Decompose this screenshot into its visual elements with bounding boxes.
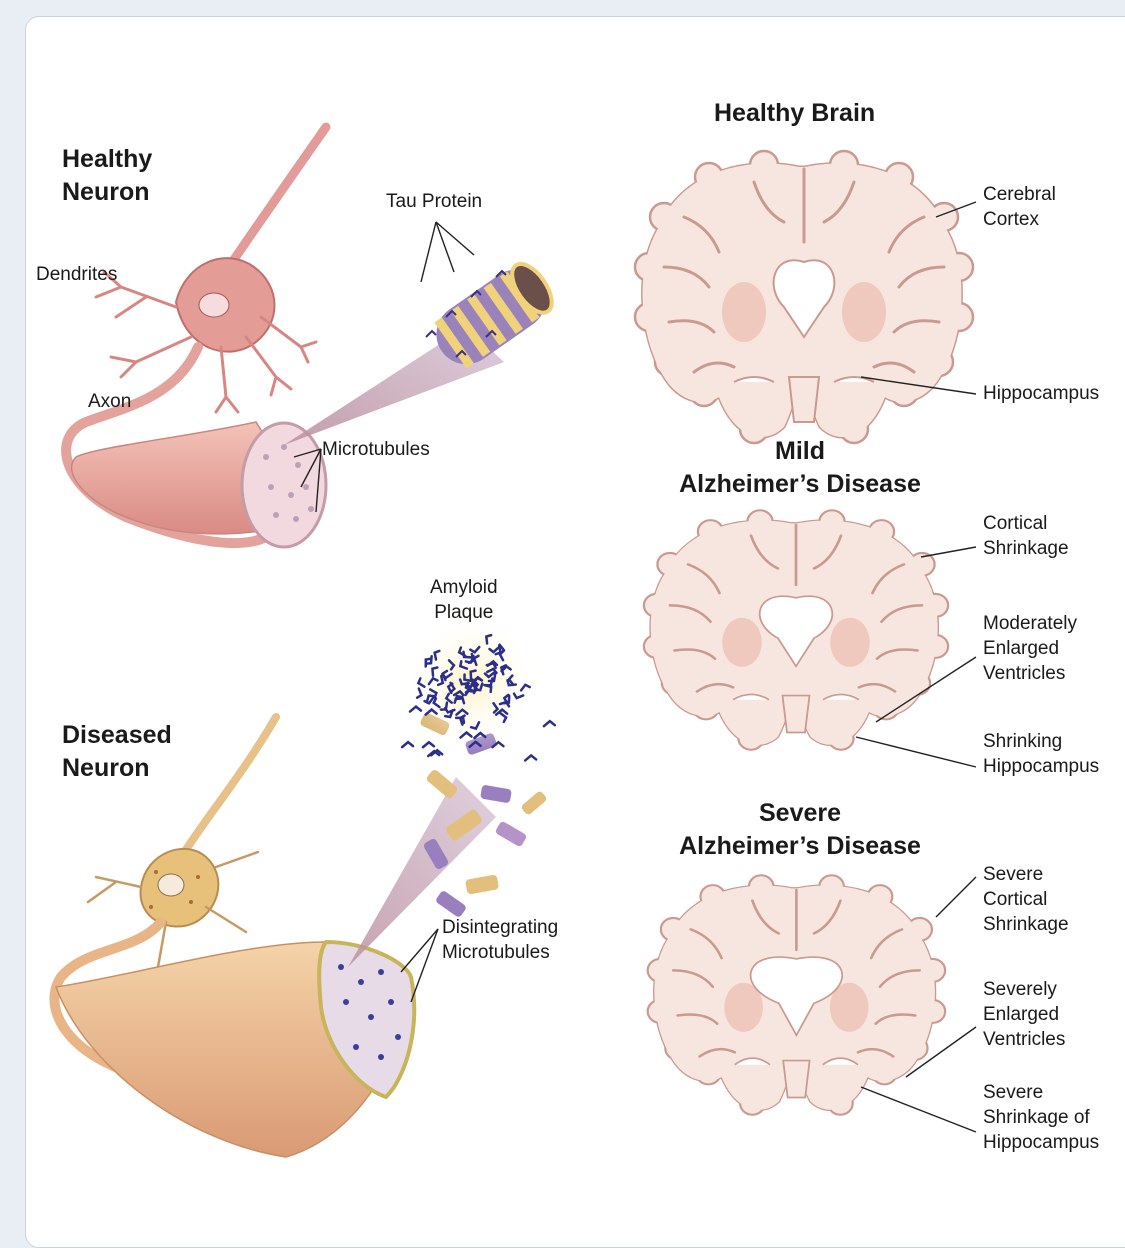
tau-protein-label: Tau Protein: [386, 189, 482, 214]
cortical-shrinkage-label: Cortical Shrinkage: [983, 511, 1069, 561]
illustration: [26, 17, 1125, 1247]
diseased-neuron-title: Diseased Neuron: [62, 719, 172, 785]
amyloid-plaque-label: Amyloid Plaque: [430, 575, 498, 625]
diagram-card: Healthy Neuron Dendrites Axon Tau Protei…: [25, 16, 1125, 1248]
cerebral-cortex-label: Cerebral Cortex: [983, 182, 1056, 232]
dendrites-label: Dendrites: [36, 262, 117, 287]
healthy-brain-title: Healthy Brain: [714, 97, 875, 130]
severe-cortical-shrinkage-label: Severe Cortical Shrinkage: [983, 862, 1069, 937]
hippocampus-label: Hippocampus: [983, 381, 1099, 406]
axon-label: Axon: [88, 389, 131, 414]
severe-alzheimers-brain-figure: [648, 875, 945, 1114]
healthy-brain-figure: [635, 151, 973, 443]
mild-alzheimers-title: Mild Alzheimer’s Disease: [650, 435, 950, 501]
moderately-enlarged-ventricles-label: Moderately Enlarged Ventricles: [983, 611, 1077, 686]
severe-shrinkage-of-hippocampus-label: Severe Shrinkage of Hippocampus: [983, 1080, 1099, 1155]
healthy-neuron-title: Healthy Neuron: [62, 143, 152, 209]
severely-enlarged-ventricles-label: Severely Enlarged Ventricles: [983, 977, 1065, 1052]
disintegrating-microtubules-label: Disintegrating Microtubules: [442, 915, 558, 965]
microtubules-label: Microtubules: [322, 437, 430, 462]
mild-alzheimers-brain-figure: [644, 510, 948, 749]
shrinking-hippocampus-label: Shrinking Hippocampus: [983, 729, 1099, 779]
severe-alzheimers-title: Severe Alzheimer’s Disease: [650, 797, 950, 863]
diseased-neuron-figure: [54, 612, 554, 1157]
